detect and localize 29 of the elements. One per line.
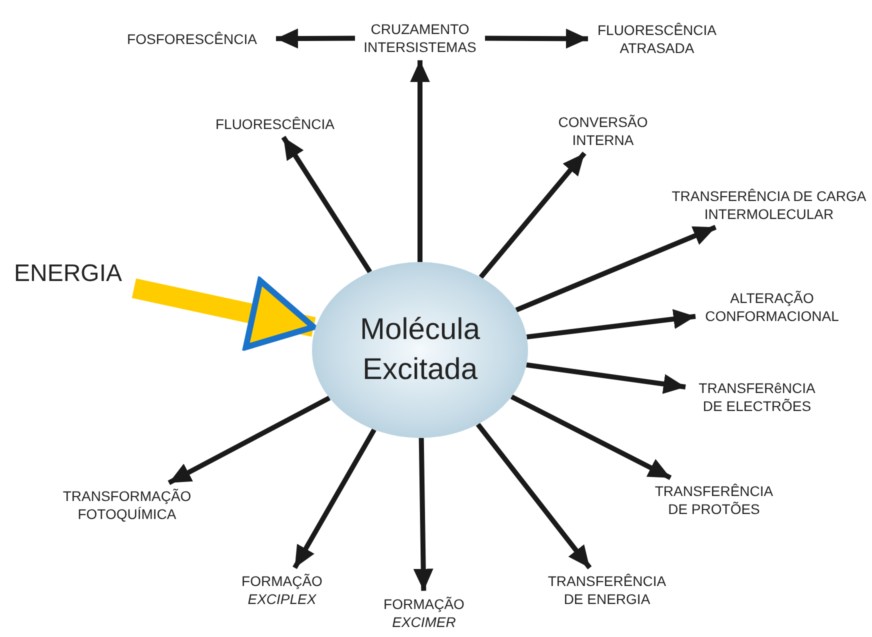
node-label: Molécula Excitada — [358, 312, 482, 388]
process-label: FOSFORESCÊNCIA — [112, 30, 272, 48]
arrow — [485, 28, 588, 49]
process-label: FLUORESCÊNCIA ATRASADA — [592, 20, 722, 58]
process-label: TRANSFERêNCIA DE ELECTRÕES — [690, 378, 824, 416]
process-label: FORMAÇÃO EXCIMER — [376, 594, 472, 632]
arrow — [292, 428, 376, 570]
arrow — [476, 422, 592, 570]
process-label: TRANSFERÊNCIA DE PROTÕES — [646, 482, 782, 518]
arrow — [526, 362, 686, 394]
arrow — [515, 224, 717, 312]
process-label: FORMAÇÃO EXCIPLEX — [234, 572, 330, 608]
arrow — [281, 136, 372, 274]
arrow — [276, 28, 355, 49]
process-label: ENERGIA — [6, 258, 130, 290]
process-label: TRANSFERÊNCIA DE ENERGIA — [540, 572, 674, 608]
arrow — [132, 278, 317, 350]
process-label: FLUORESCÊNCIA — [200, 114, 350, 134]
process-label: CRUZAMENTO INTERSISTEMAS — [355, 20, 485, 56]
arrow — [510, 394, 672, 480]
process-label: ALTERAÇÃO CONFORMACIONAL — [700, 288, 844, 326]
process-label: CONVERSÃO INTERNA — [553, 112, 653, 150]
process-label: TRANSFORMAÇÃO FOTOQUÍMICA — [57, 486, 197, 524]
arrow — [168, 396, 331, 486]
arrow — [410, 60, 430, 262]
arrow — [526, 309, 696, 340]
process-label: TRANSFERÊNCIA DE CARGA INTERMOLECULAR — [670, 186, 868, 224]
arrow — [478, 152, 586, 279]
arrow — [413, 438, 434, 591]
